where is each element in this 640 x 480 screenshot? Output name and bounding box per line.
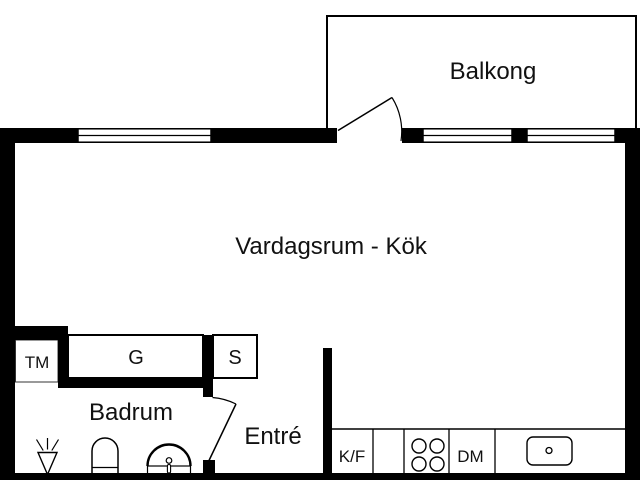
entry-door-leaf [208,403,237,461]
fridge-freezer-label: K/F [339,447,365,466]
interior-walls [15,326,332,480]
toilet-icon [91,437,119,476]
wall-right [625,128,640,480]
bathroom-label: Badrum [89,399,173,426]
living-room-kitchen-label: Vardagsrum - Kök [235,233,428,260]
wall-bathroom-bottom [58,378,208,388]
entry-door-swing [212,396,237,405]
cabinet-s [212,334,258,379]
balcony-door-opening [337,127,402,144]
kitchen-counter [330,428,631,475]
counter-outline [330,428,631,475]
wall-tm-divider [58,326,68,388]
shower-drain-icon [35,438,60,477]
balcony-door-leaf [337,96,393,132]
washing-machine-box [15,339,59,383]
wall-bathroom-top [15,326,68,340]
entry-door [208,396,237,461]
bathroom-sink-icon [146,443,192,476]
cabinet-outline [212,334,258,379]
stove-burners-icon [411,438,445,472]
kitchen-sink-icon [526,436,573,466]
window [77,128,212,143]
entrance-label: Entré [244,423,301,450]
dishwasher-label: DM [457,447,483,466]
wall-entry-post-bottom [203,460,215,480]
wall-left [0,128,15,480]
wall-entry-post-top [203,335,213,397]
balcony-door-swing [391,97,403,142]
balcony-outline [326,15,637,128]
washing-machine-outline [15,339,59,383]
balcony-label: Balkong [450,58,537,85]
balcony-door [337,96,403,144]
wardrobe-label: G [128,347,144,369]
balcony-railing [326,15,637,128]
window [422,128,513,143]
wall-bottom [0,473,640,480]
cabinet-label: S [228,347,241,369]
window [526,128,616,143]
wall-kitchen [323,348,332,480]
washing-machine-label: TM [25,353,50,372]
